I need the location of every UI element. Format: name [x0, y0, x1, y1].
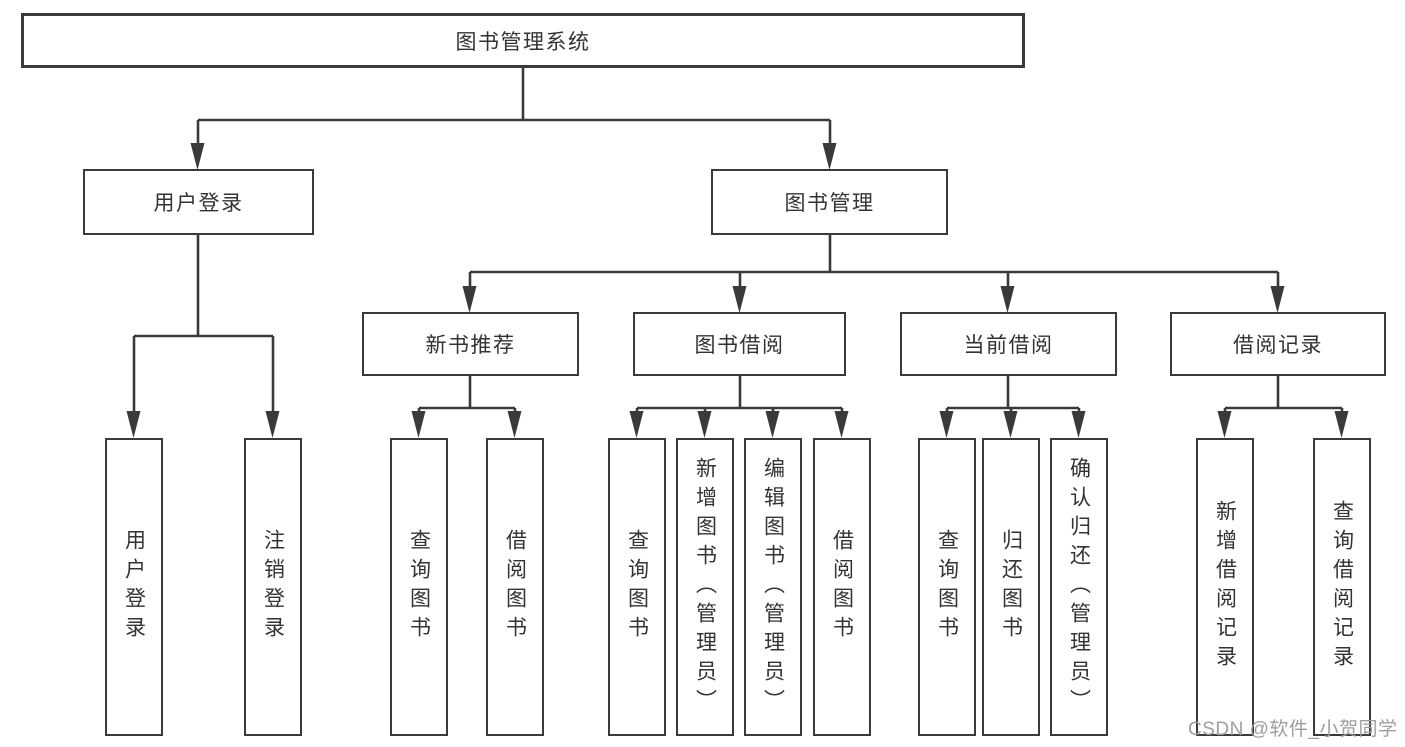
- leaf-return-book: 归还图书: [982, 438, 1040, 736]
- node-label: 用户登录: [122, 529, 146, 645]
- leaf-query-books-3: 查询图书: [918, 438, 976, 736]
- leaf-query-books-2: 查询图书: [608, 438, 666, 736]
- leaf-confirm-return-admin: 确认归还（管理员）: [1050, 438, 1108, 736]
- leaf-borrow-books-1: 借阅图书: [486, 438, 544, 736]
- node-label: 图书管理系统: [455, 30, 591, 54]
- node-label: 查询图书: [935, 529, 959, 645]
- connector-paths: [132, 68, 1344, 415]
- node-user-login-group: 用户登录: [83, 169, 314, 235]
- leaf-borrow-books-2: 借阅图书: [813, 438, 871, 736]
- node-new-book-recommend: 新书推荐: [362, 312, 579, 376]
- node-label: 查询图书: [625, 529, 649, 645]
- node-system-root: 图书管理系统: [21, 13, 1025, 68]
- leaf-logout: 注销登录: [244, 438, 302, 736]
- node-label: 确认归还（管理员）: [1067, 456, 1091, 718]
- node-borrow-records: 借阅记录: [1170, 312, 1386, 376]
- node-current-borrow: 当前借阅: [900, 312, 1117, 376]
- node-label: 查询图书: [407, 529, 431, 645]
- node-label: 用户登录: [153, 192, 244, 215]
- node-label: 借阅图书: [503, 529, 527, 645]
- csdn-watermark: CSDN @软件_小贺同学: [1188, 719, 1398, 740]
- leaf-query-borrow-record: 查询借阅记录: [1313, 438, 1371, 736]
- node-book-management: 图书管理: [711, 169, 948, 235]
- node-label: 注销登录: [261, 529, 285, 645]
- node-label: 图书管理: [784, 192, 875, 215]
- node-label: 借阅图书: [830, 529, 854, 645]
- leaf-add-book-admin: 新增图书（管理员）: [676, 438, 734, 736]
- leaf-add-borrow-record: 新增借阅记录: [1196, 438, 1254, 736]
- arrowheads: [126, 143, 1349, 438]
- node-label: 图书借阅: [694, 334, 785, 357]
- node-label: 新书推荐: [425, 334, 516, 357]
- node-label: 编辑图书（管理员）: [761, 456, 785, 718]
- node-label: 新增借阅记录: [1213, 500, 1237, 674]
- node-label: 借阅记录: [1233, 334, 1323, 357]
- node-book-borrow: 图书借阅: [633, 312, 846, 376]
- leaf-query-books-1: 查询图书: [390, 438, 448, 736]
- node-label: 当前借阅: [963, 334, 1054, 357]
- node-label: 归还图书: [999, 529, 1023, 645]
- leaf-edit-book-admin: 编辑图书（管理员）: [744, 438, 802, 736]
- leaf-user-login: 用户登录: [105, 438, 163, 736]
- node-label: 新增图书（管理员）: [693, 456, 717, 718]
- node-label: 查询借阅记录: [1330, 500, 1354, 674]
